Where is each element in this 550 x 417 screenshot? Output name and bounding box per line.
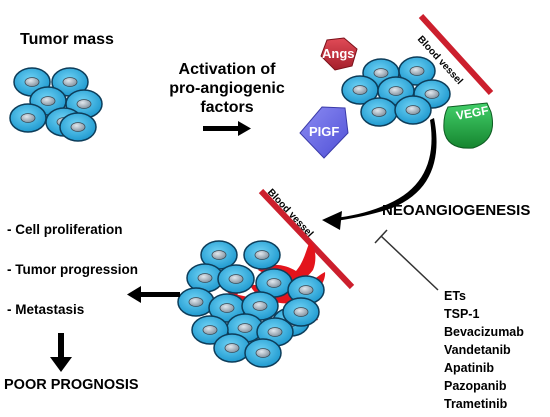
tumor-mass-label: Tumor mass: [20, 31, 114, 48]
inhibitor-tsp1: TSP-1: [444, 307, 480, 321]
outcome-arrow: [127, 286, 180, 303]
activation-label: Activation of pro-angiogenic factors: [169, 61, 285, 116]
tumor-cell: [282, 297, 320, 327]
tumor-cell: [244, 338, 282, 368]
tumor-cell: [243, 240, 281, 270]
poor-prognosis-label: POOR PROGNOSIS: [4, 377, 139, 393]
vegf-drop: [443, 102, 493, 149]
outcome-item-metastasis: - Metastasis: [7, 302, 85, 317]
blood-vessel-bottom: [258, 188, 355, 290]
inhibitor-pazopanib: Pazopanib: [444, 379, 507, 393]
tumor-cell: [9, 103, 47, 133]
neoangiogenesis-arrow: [322, 118, 437, 230]
angs-hexagon: [320, 37, 358, 71]
tumor-cell: [213, 333, 251, 363]
outcome-item-tumor-progression: - Tumor progression: [7, 262, 139, 277]
inhibitor-bevacizumab: Bevacizumab: [444, 325, 524, 339]
activation-arrow: [203, 121, 251, 136]
tumor-cell: [51, 67, 89, 97]
inhibition-line: [374, 229, 439, 291]
prognosis-arrow: [50, 333, 72, 372]
outcome-item-cell-proliferation: - Cell proliferation: [7, 222, 123, 237]
tumor-cell: [177, 287, 215, 317]
tumor-cell: [191, 315, 229, 345]
inhibitor-ets: ETs: [444, 289, 466, 303]
tumor-cell: [398, 56, 436, 86]
tumor-cell: [394, 95, 432, 125]
tumor-cell: [217, 264, 255, 294]
tumor-cell: [360, 97, 398, 127]
tumor-cells-vascularized: [177, 240, 325, 368]
pigf-diamond: [299, 106, 349, 159]
pigf-label: PIGF: [309, 124, 340, 139]
angs-label: Angs: [322, 46, 355, 61]
inhibitor-apatinib: Apatinib: [444, 361, 494, 375]
tumor-cell: [59, 112, 97, 142]
inhibitor-vandetanib: Vandetanib: [444, 343, 511, 357]
tumor-cell: [208, 293, 246, 323]
inhibitor-trametinib: Trametinib: [444, 397, 508, 411]
inhibitor-list: ETs TSP-1 Bevacizumab Vandetanib Apatini…: [444, 287, 524, 413]
tumor-mass-cells: [9, 67, 103, 142]
tumor-cells-activated: [341, 56, 451, 127]
blood-vessel-top: [418, 13, 494, 96]
neoangiogenesis-label: NEOANGIOGENESIS: [382, 202, 531, 219]
